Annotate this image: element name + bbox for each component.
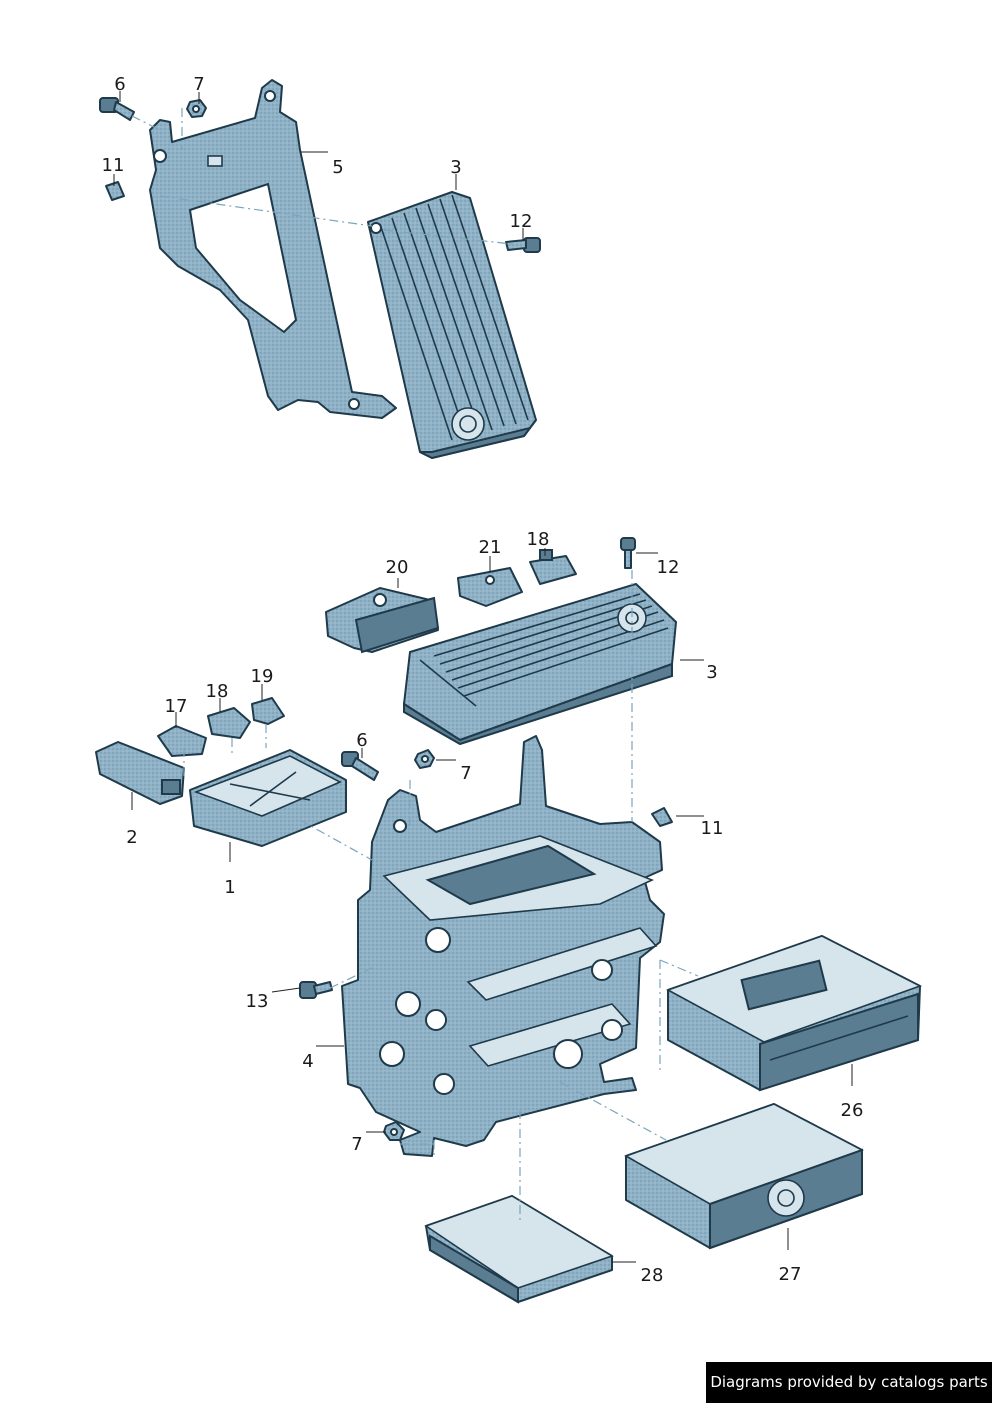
amplifier-part-3-lower xyxy=(403,583,677,746)
connector-part-18-top xyxy=(529,549,577,585)
screw-part-6-lower xyxy=(341,751,379,781)
screw-part-12-upper xyxy=(505,237,541,253)
part-label: 11 xyxy=(701,818,724,839)
part-label: 12 xyxy=(510,211,533,232)
part-label: 27 xyxy=(779,1264,802,1285)
connector-part-17 xyxy=(157,725,207,757)
clip-part-11-lower xyxy=(651,807,673,827)
connector-part-18-lower xyxy=(207,707,251,739)
nut-part-7-middle xyxy=(414,749,435,769)
part-label: 18 xyxy=(206,681,229,702)
connector-part-20 xyxy=(325,587,440,654)
part-label: 20 xyxy=(386,557,409,578)
screw-part-13 xyxy=(299,981,333,999)
part-label: 1 xyxy=(224,877,235,898)
credit-banner: Diagrams provided by catalogs parts xyxy=(706,1362,992,1403)
screw-part-12-lower xyxy=(620,537,636,569)
part-label: 21 xyxy=(479,537,502,558)
part-label: 11 xyxy=(102,155,125,176)
drive-part-26 xyxy=(666,935,923,1092)
connector-part-21 xyxy=(457,567,523,607)
module-part-28 xyxy=(424,1195,614,1304)
part-label: 17 xyxy=(165,696,188,717)
frame-part-4 xyxy=(341,735,665,1157)
part-label: 7 xyxy=(460,763,471,784)
part-label: 7 xyxy=(193,74,204,95)
unit-part-27 xyxy=(624,1103,864,1250)
part-label: 4 xyxy=(302,1051,313,1072)
part-label: 3 xyxy=(450,157,461,178)
bracket-part-5 xyxy=(149,79,397,419)
part-label: 12 xyxy=(657,557,680,578)
part-label: 28 xyxy=(641,1265,664,1286)
clip-part-11-upper xyxy=(105,181,125,201)
part-label: 5 xyxy=(332,157,343,178)
receiver-part-1 xyxy=(189,749,347,847)
nut-part-7-lower xyxy=(383,1121,405,1141)
connector-part-19 xyxy=(251,697,285,725)
module-part-2 xyxy=(95,741,185,805)
nut-part-7-upper xyxy=(186,99,207,118)
part-label: 7 xyxy=(351,1134,362,1155)
part-label: 3 xyxy=(706,662,717,683)
part-label: 18 xyxy=(527,529,550,550)
part-label: 6 xyxy=(356,730,367,751)
amplifier-part-3-upper xyxy=(367,191,537,460)
part-label: 2 xyxy=(126,827,137,848)
part-label: 26 xyxy=(841,1100,864,1121)
part-label: 19 xyxy=(251,666,274,687)
part-label: 13 xyxy=(246,991,269,1012)
part-label: 6 xyxy=(114,74,125,95)
screw-part-6-upper xyxy=(99,97,135,121)
